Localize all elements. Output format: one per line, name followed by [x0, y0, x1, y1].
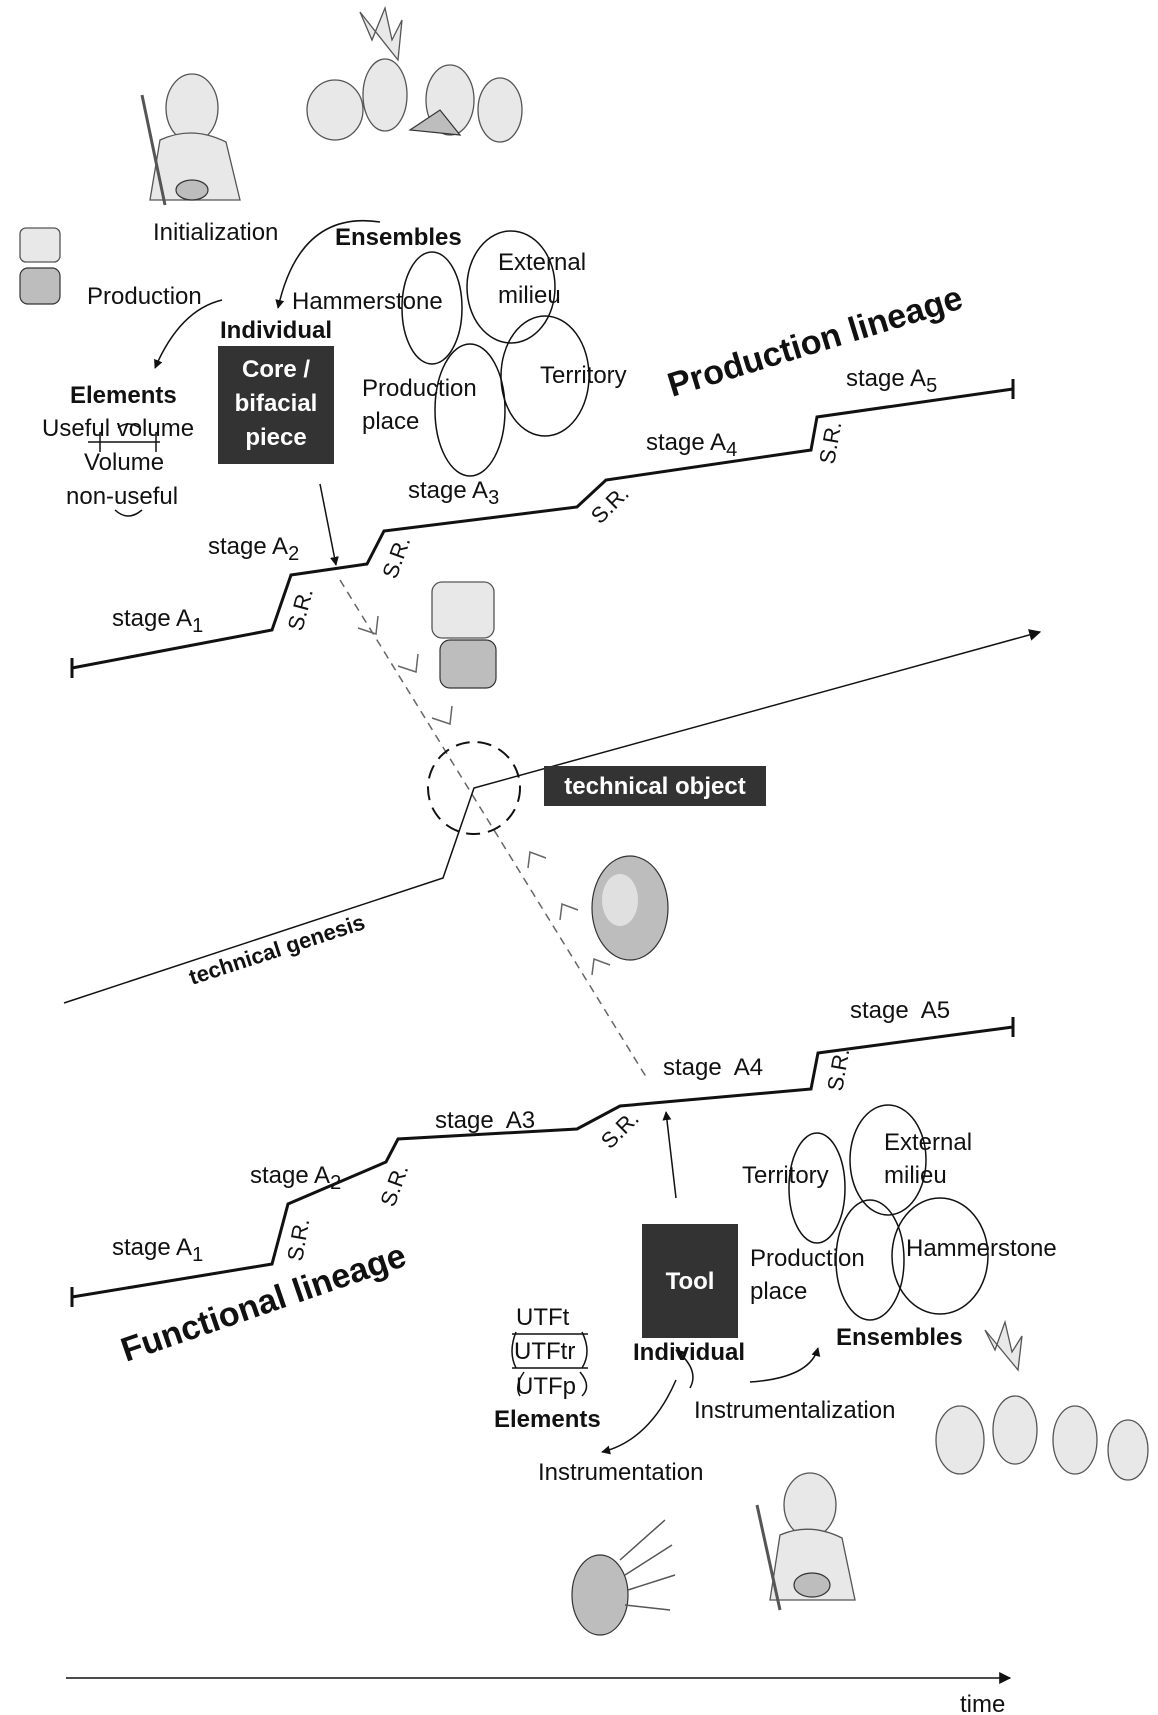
bottom-stage-a2-label: stage A2: [250, 1162, 341, 1194]
instrumentalization-arrow-to-tool: [675, 1349, 694, 1389]
technical-genesis-line: [63, 629, 1042, 1004]
initialization-label: Initialization: [153, 219, 278, 246]
utftr-label: UTFtr: [514, 1338, 575, 1365]
tool-to-lineage-arrow: [662, 1111, 677, 1199]
top-stage-a5-label: stage A5: [846, 365, 937, 397]
top-production-place-label-1: Production: [362, 375, 477, 402]
bottom-hammerstone-label: Hammerstone: [906, 1235, 1057, 1262]
volume-label: Volume: [84, 449, 164, 476]
core-bifacial-piece-box: [218, 346, 334, 464]
top-external-label: External: [498, 249, 586, 276]
hominin-figure-top-illustration: [140, 73, 241, 206]
bottom-stage-a1-label: stage A1: [112, 1234, 203, 1266]
top-ensembles-label: Ensembles: [335, 224, 462, 251]
technical-object-label: technical object: [564, 773, 745, 800]
bottom-sr-label-1: S.R.: [282, 1216, 314, 1262]
time-axis-label: time: [960, 1691, 1005, 1715]
top-stage-a3-label: stage A3: [408, 477, 499, 509]
bottom-sr-label-3: S.R.: [596, 1106, 644, 1154]
hominin-figure-bottom-illustration: [755, 1472, 856, 1611]
technical-genesis-label: technical genesis: [186, 909, 368, 989]
top-stage-a1-label: stage A1: [112, 605, 203, 637]
bottom-milieu-label: milieu: [884, 1162, 947, 1189]
instrumentation-arrow: [601, 1379, 677, 1455]
top-milieu-label: milieu: [498, 282, 561, 309]
bottom-external-label: External: [884, 1129, 972, 1156]
top-ensembles-ellipses: [401, 230, 590, 477]
useful-volume-label: Useful volume: [42, 415, 194, 442]
instrumentation-label: Instrumentation: [538, 1459, 703, 1486]
bottom-sr-label-2: S.R.: [375, 1161, 413, 1210]
bottom-territory-label: Territory: [742, 1162, 829, 1189]
core-sketch-middle-illustration: [431, 581, 497, 689]
bottom-ensembles-ellipses: [788, 1104, 989, 1321]
tool-label: Tool: [666, 1268, 715, 1295]
top-hammerstone-label: Hammerstone: [292, 288, 443, 315]
top-stage-a4-label: stage A4: [646, 429, 737, 461]
utft-label: UTFt: [516, 1304, 570, 1331]
tool-box: [642, 1224, 738, 1338]
instrumentalization-label: Instrumentalization: [694, 1397, 895, 1424]
top-territory-label: Territory: [540, 362, 627, 389]
bottom-elements-label: Elements: [494, 1406, 601, 1433]
bottom-production-place-label-2: place: [750, 1278, 807, 1305]
top-individual-label: Individual: [220, 317, 332, 344]
top-sr-label-3: S.R.: [586, 481, 634, 529]
bottom-ensembles-label: Ensembles: [836, 1324, 963, 1351]
bone-retoucher-illustration: [571, 1519, 676, 1636]
core-to-lineage-arrow: [319, 483, 339, 566]
production-lineage-line: [71, 387, 1014, 670]
utfp-label: UTFp: [516, 1373, 576, 1400]
bottom-stage-a4-label: stage A4: [663, 1054, 763, 1081]
technical-object-box: [544, 766, 766, 806]
non-useful-label: non-useful: [66, 483, 178, 510]
functional-lineage-line: [71, 1025, 1014, 1299]
biface-tool-illustration: [591, 855, 669, 961]
bottom-stage-a5-label: stage A5: [850, 997, 950, 1024]
top-production-place-label-2: place: [362, 408, 419, 435]
bottom-sr-label-4: S.R.: [822, 1046, 854, 1092]
bottom-stage-a3-label: stage A3: [435, 1107, 535, 1134]
instrumentalization-arrow-to-ensembles: [749, 1347, 821, 1383]
core-box-line-1: Core /: [242, 356, 310, 383]
top-sr-label-4: S.R.: [814, 419, 846, 465]
bottom-individual-label: Individual: [633, 1339, 745, 1366]
top-elements-label: Elements: [70, 382, 177, 409]
production-label: Production: [87, 283, 202, 310]
group-scene-top-illustration: [306, 5, 523, 143]
top-sr-label-2: S.R.: [377, 533, 415, 582]
group-scene-bottom-illustration: [935, 1319, 1149, 1481]
core-sketch-top-left-illustration: [19, 227, 61, 305]
core-box-line-3: piece: [245, 424, 306, 451]
bottom-production-place-label-1: Production: [750, 1245, 865, 1272]
top-stage-a2-label: stage A2: [208, 533, 299, 565]
dashed-line-chevrons: [357, 615, 611, 976]
technical-object-focus-circle: [427, 741, 521, 835]
core-box-line-2: bifacial: [235, 390, 318, 417]
initialization-arrow: [275, 220, 381, 309]
production-arrow: [154, 299, 223, 369]
top-sr-label-1: S.R.: [283, 585, 318, 633]
